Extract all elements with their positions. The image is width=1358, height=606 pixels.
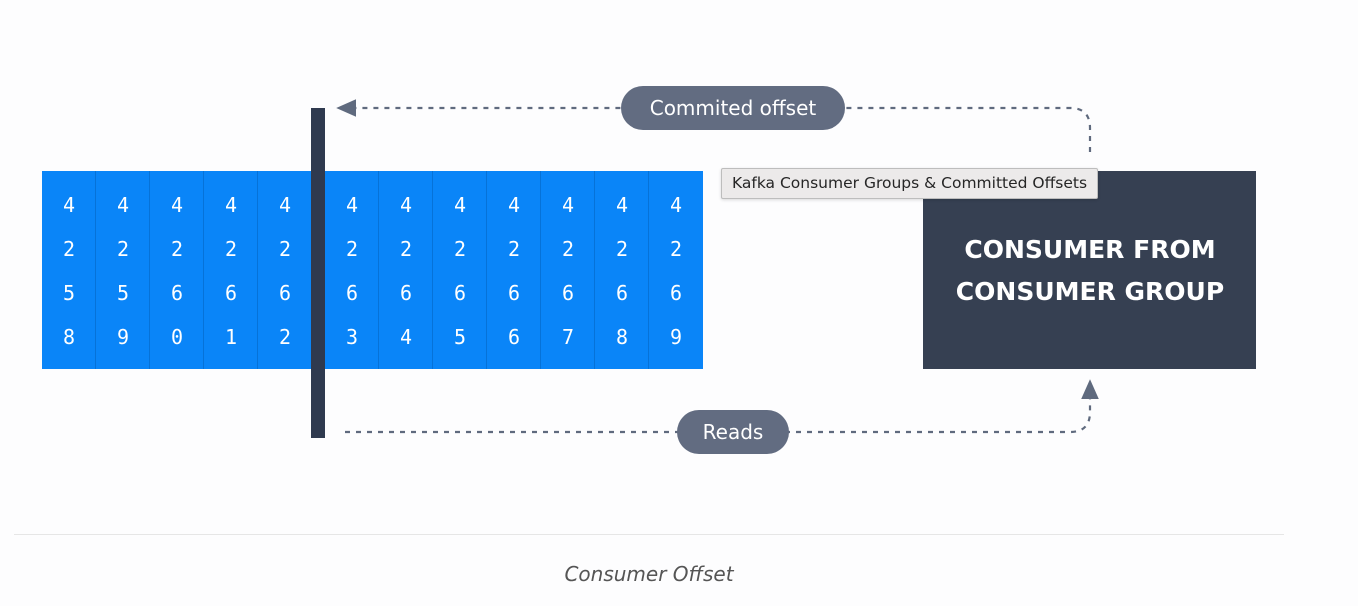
log-cell-background [487, 171, 541, 369]
offset-digit: 4 [171, 193, 183, 217]
log-cell: 4 2 6 2 [258, 171, 311, 369]
offset-digit: 2 [400, 237, 412, 261]
log-cell-background [42, 171, 96, 369]
log-cell-background [150, 171, 204, 369]
offset-digit: 4 [670, 193, 682, 217]
offset-digit: 2 [279, 325, 291, 349]
offset-digit: 4 [616, 193, 628, 217]
log-cell: 4 2 6 9 [649, 171, 703, 369]
log-cell-background [595, 171, 649, 369]
reads-pill: Reads [677, 410, 789, 454]
log-cell-background [96, 171, 150, 369]
offset-digit: 2 [670, 237, 682, 261]
log-cell-background [649, 171, 703, 369]
offset-digit: 2 [562, 237, 574, 261]
consumer-title-line1: CONSUMER FROM [964, 235, 1215, 264]
offset-digit: 2 [279, 237, 291, 261]
offset-digit: 8 [616, 325, 628, 349]
offset-digit: 6 [454, 281, 466, 305]
offset-digit: 4 [279, 193, 291, 217]
offset-digit: 6 [225, 281, 237, 305]
log-cell-background [258, 171, 311, 369]
offset-digit: 2 [117, 237, 129, 261]
consumer-box: CONSUMER FROM CONSUMER GROUP [923, 171, 1256, 369]
log-cell-background [204, 171, 258, 369]
offset-digit: 2 [616, 237, 628, 261]
consumer-title-line2: CONSUMER GROUP [956, 277, 1224, 306]
offset-digit: 8 [63, 325, 75, 349]
offset-digit: 4 [454, 193, 466, 217]
caption-divider [14, 534, 1284, 535]
offset-digit: 6 [508, 281, 520, 305]
log-cell: 4 2 6 8 [595, 171, 649, 369]
log-cell: 4 2 6 7 [541, 171, 595, 369]
log-cell: 4 2 5 9 [96, 171, 150, 369]
log-cell-background [433, 171, 487, 369]
log-cell: 4 2 6 4 [379, 171, 433, 369]
offset-digit: 9 [670, 325, 682, 349]
reads-label: Reads [703, 420, 764, 444]
offset-digit: 4 [400, 325, 412, 349]
log-cell: 4 2 6 5 [433, 171, 487, 369]
offset-digit: 4 [117, 193, 129, 217]
log-cell: 4 2 6 1 [204, 171, 258, 369]
offset-digit: 0 [171, 325, 183, 349]
offset-digit: 2 [171, 237, 183, 261]
reads-arrow [345, 379, 1099, 434]
offset-digit: 4 [346, 193, 358, 217]
offset-digit: 4 [508, 193, 520, 217]
log-cell: 4 2 6 6 [487, 171, 541, 369]
offset-digit: 4 [562, 193, 574, 217]
offset-digit: 7 [562, 325, 574, 349]
offset-digit: 2 [63, 237, 75, 261]
offset-digit: 6 [346, 281, 358, 305]
committed-offset-arrow [336, 99, 1092, 152]
offset-digit: 6 [616, 281, 628, 305]
offset-digit: 6 [670, 281, 682, 305]
offset-digit: 4 [400, 193, 412, 217]
offset-digit: 5 [454, 325, 466, 349]
offset-digit: 6 [171, 281, 183, 305]
log-cell-background [325, 171, 379, 369]
log-cell-background [379, 171, 433, 369]
committed-offset-label: Commited offset [650, 96, 817, 120]
offset-digit: 5 [63, 281, 75, 305]
offset-digit: 6 [279, 281, 291, 305]
committed-offset-marker [311, 108, 325, 438]
partition-log: 4 2 5 8 4 2 5 9 4 2 6 0 4 2 6 1 4 2 6 2 4 2 6 3 4 2 6 4 4 2 6 5 4 2 6 6 4 2 6 7… [42, 171, 703, 369]
offset-digit: 5 [117, 281, 129, 305]
log-cell: 4 2 6 0 [150, 171, 204, 369]
log-cell: 4 2 6 3 [325, 171, 379, 369]
offset-digit: 4 [63, 193, 75, 217]
offset-digit: 6 [400, 281, 412, 305]
offset-digit: 2 [508, 237, 520, 261]
committed-offset-pill: Commited offset [621, 86, 845, 130]
offset-digit: 6 [508, 325, 520, 349]
tooltip: Kafka Consumer Groups & Committed Offset… [721, 168, 1099, 199]
log-cell: 4 2 5 8 [42, 171, 96, 369]
offset-digit: 1 [225, 325, 237, 349]
offset-digit: 2 [225, 237, 237, 261]
figure-caption: Consumer Offset [564, 562, 734, 586]
offset-digit: 3 [346, 325, 358, 349]
log-cell-background [541, 171, 595, 369]
offset-digit: 6 [562, 281, 574, 305]
offset-digit: 2 [454, 237, 466, 261]
offset-digit: 4 [225, 193, 237, 217]
offset-digit: 2 [346, 237, 358, 261]
offset-digit: 9 [117, 325, 129, 349]
